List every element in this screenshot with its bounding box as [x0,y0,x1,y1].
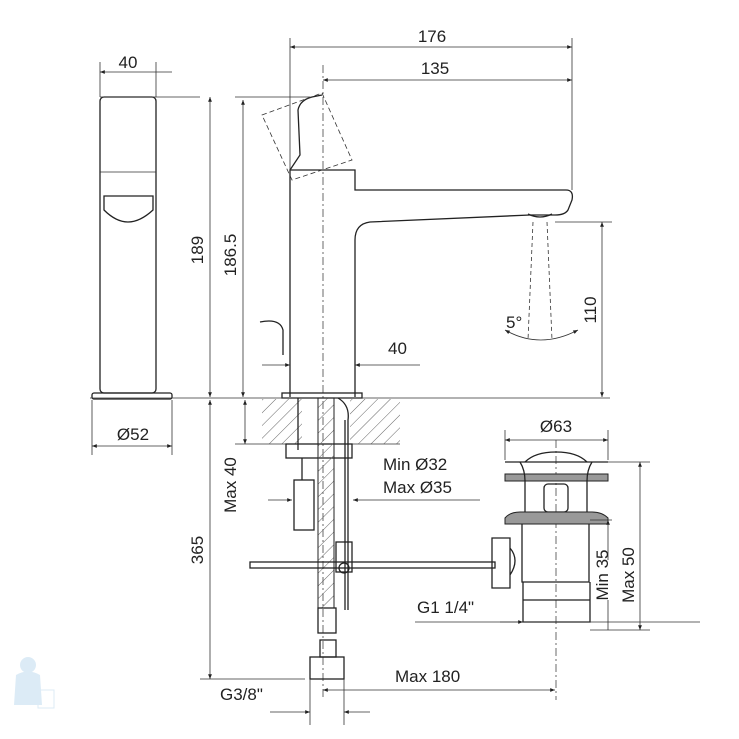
dim-spray-angle: 5° [506,313,522,332]
dim-hose-length: 365 [188,536,207,564]
dim-drain-max: Max 50 [619,547,638,603]
dim-body-width: 40 [388,339,407,358]
dim-inlet-thread: G3/8" [220,685,263,704]
dim-handle-height: 186.5 [221,234,240,277]
dim-rod-max: Max 180 [395,667,460,686]
dim-total-height: 189 [188,236,207,264]
pop-up-drain: Ø63 G1 1/4" Max 50 Min 35 [415,417,700,700]
dim-hole-max: Max Ø35 [383,478,452,497]
side-view: 40 Ø52 [91,53,173,455]
dim-spout-height: 110 [581,296,600,323]
dim-hole-min: Min Ø32 [383,455,447,474]
dim-drain-min: Min 35 [593,549,612,600]
watermark-logo [14,657,55,709]
dim-drain-diameter: Ø63 [540,417,572,436]
dim-overall-length: 176 [418,27,446,46]
dim-base-diameter: Ø52 [117,425,149,444]
dim-drain-thread: G1 1/4" [417,598,474,617]
dim-side-width: 40 [119,53,138,72]
dim-counter-max: Max 40 [221,457,240,513]
faucet-front-view: 5° 176 135 189 186.5 110 40 [90,27,612,700]
dim-spout-reach: 135 [421,59,449,78]
under-counter-assembly: Min Ø32 Max Ø35 Max 40 365 G3/8" Max 180 [188,397,555,725]
